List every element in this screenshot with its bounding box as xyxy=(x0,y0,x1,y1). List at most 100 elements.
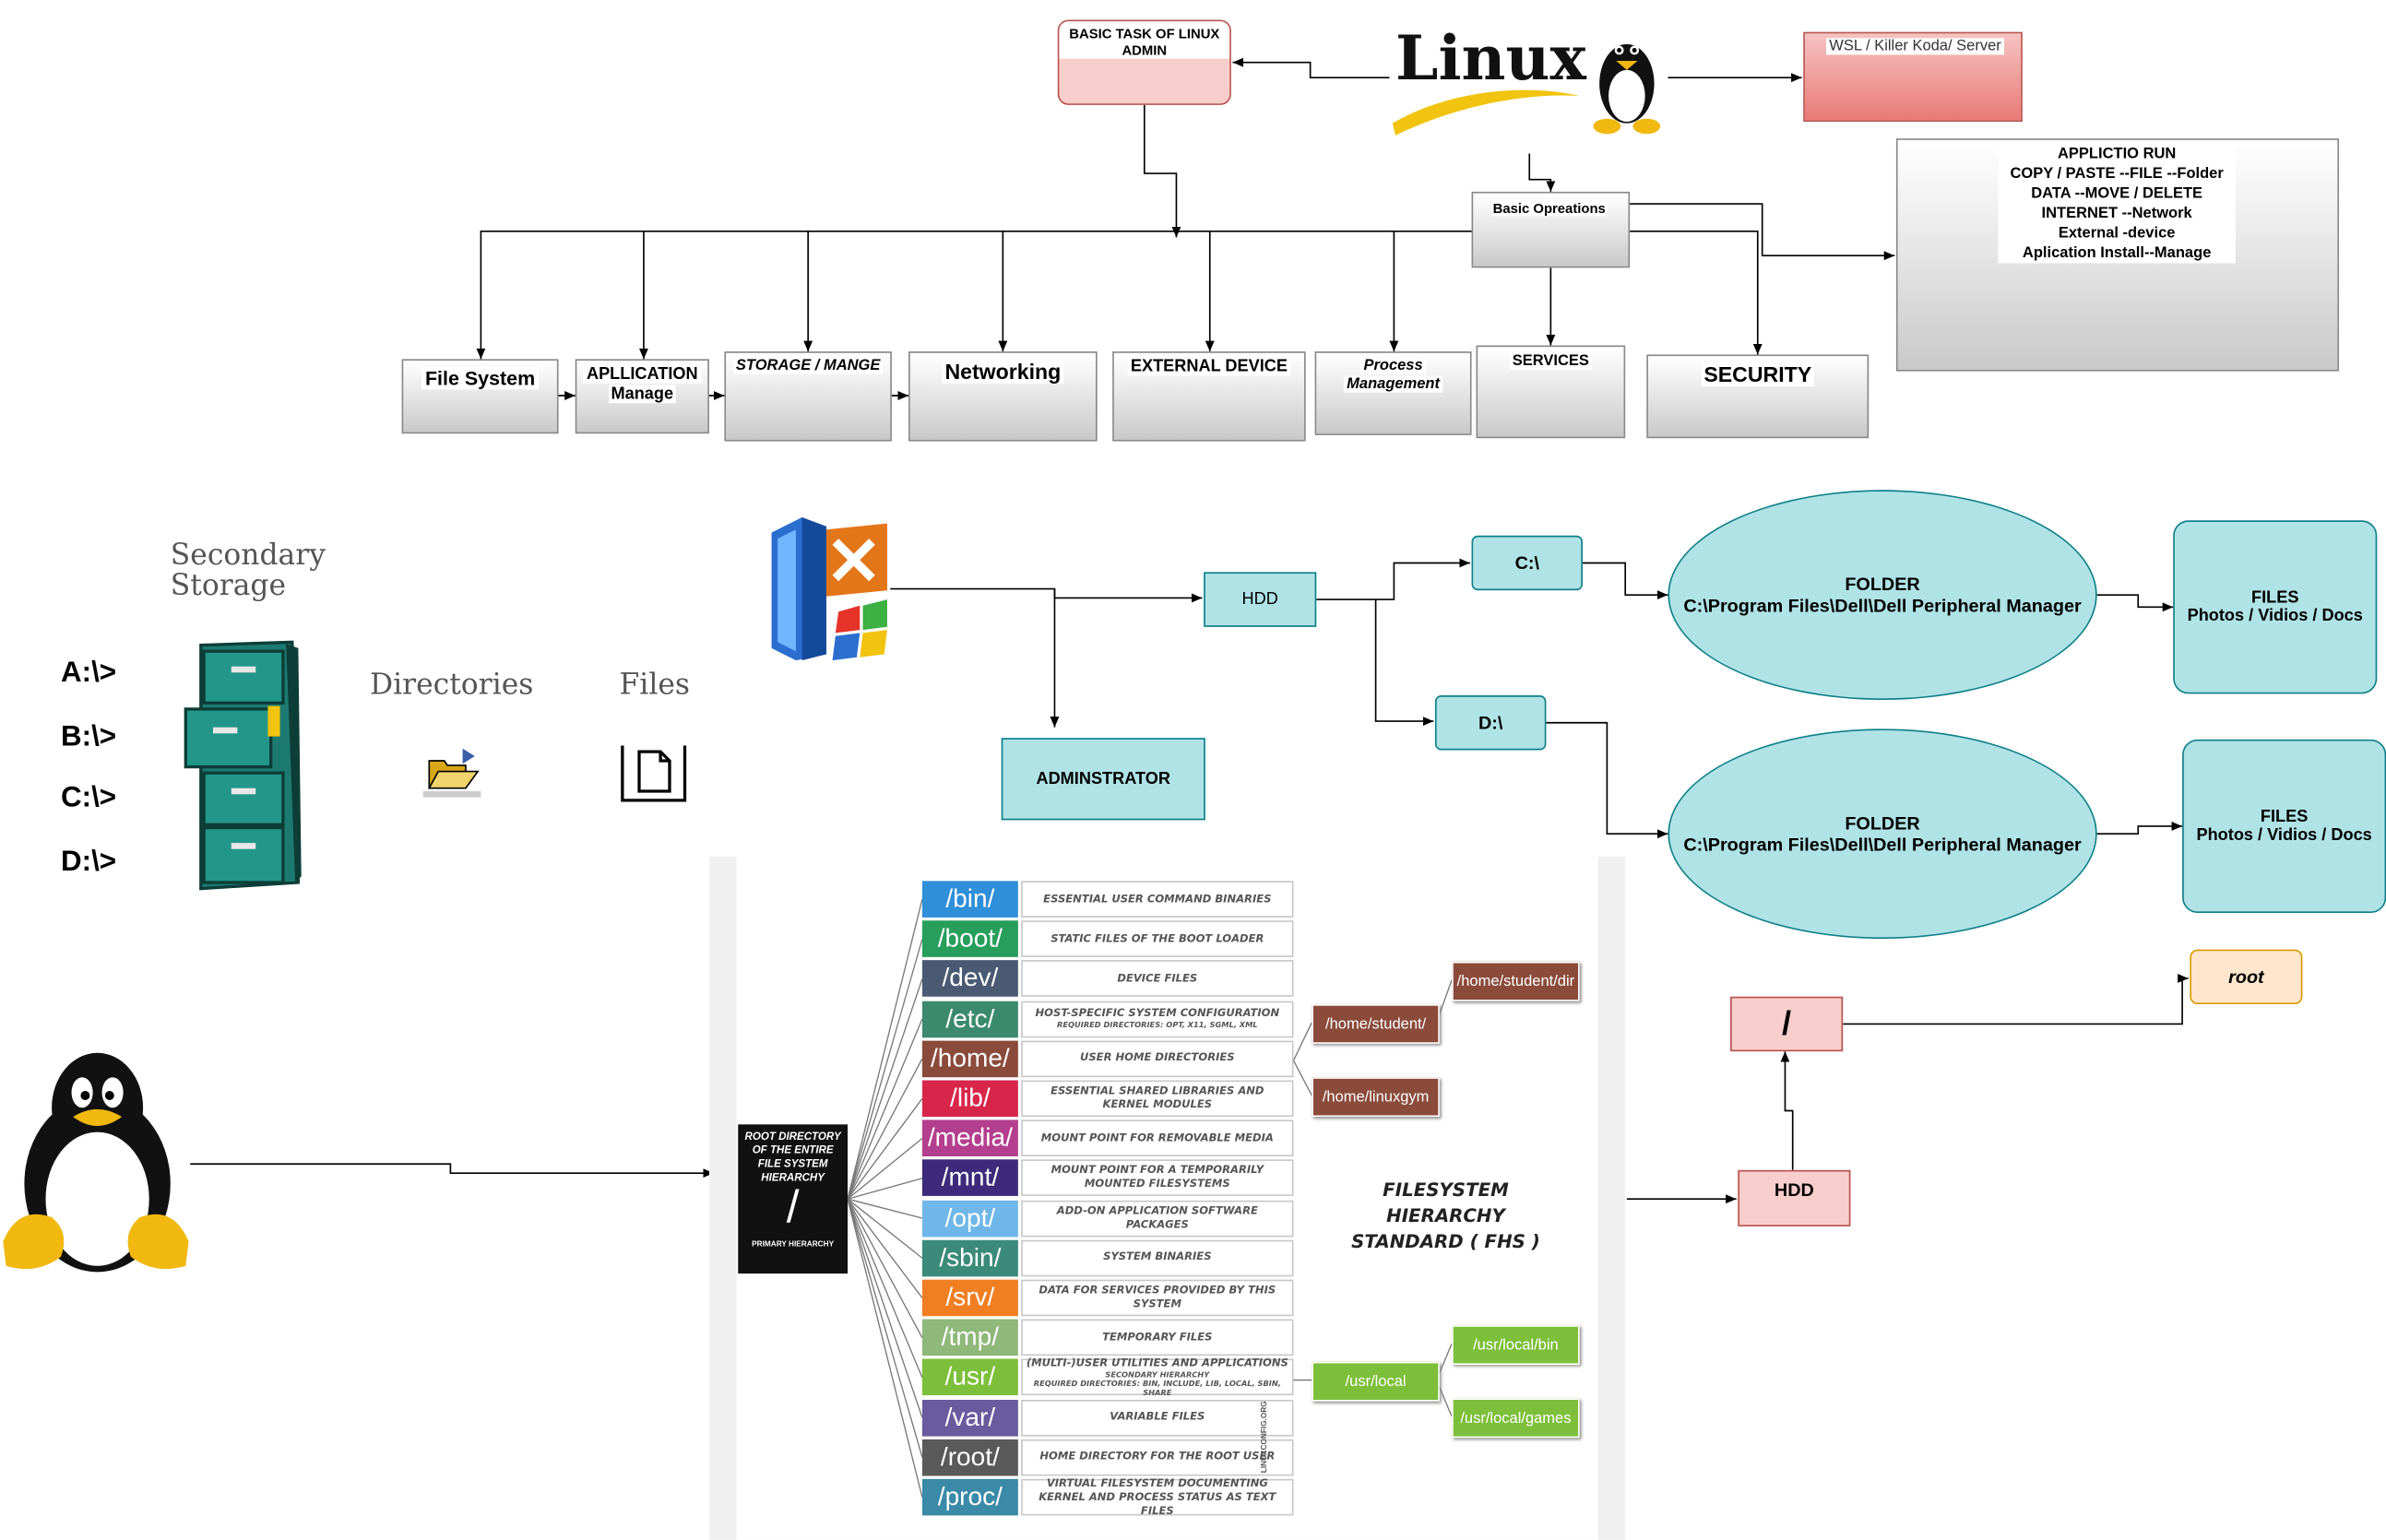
fhs-row: /tmp/TEMPORARY FILES xyxy=(921,1319,1294,1356)
fhs-branch-line xyxy=(847,1198,923,1219)
root-slash: / xyxy=(786,1182,800,1233)
fhs-dir-name: /var/ xyxy=(921,1399,1018,1436)
fhs-dir-desc-main: HOST-SPECIFIC SYSTEM CONFIGURATION xyxy=(1035,1007,1280,1020)
slash-box: / xyxy=(1730,996,1844,1052)
fhs-dir-desc-main: HOME DIRECTORY FOR THE ROOT USER xyxy=(1039,1450,1276,1463)
fhs-dir-desc-main: VARIABLE FILES xyxy=(1110,1410,1205,1423)
usr-local-node: /usr/local xyxy=(1312,1361,1440,1402)
root-user-box: root xyxy=(2190,949,2303,1004)
fhs-dir-desc-main: USER HOME DIRECTORIES xyxy=(1079,1051,1235,1064)
windows-server-icon xyxy=(771,517,887,661)
fhs-dir-desc-main: VIRTUAL FILESYSTEM DOCUMENTING KERNEL AN… xyxy=(1039,1476,1276,1517)
operations-line: COPY / PASTE --FILE --Folder xyxy=(2010,165,2224,183)
category-label-line2: Manage xyxy=(608,385,677,403)
d-drive-box: D:\ xyxy=(1434,695,1547,751)
open-folder-icon xyxy=(422,748,481,798)
fhs-dir-desc: TEMPORARY FILES xyxy=(1021,1319,1294,1356)
category-label-line1: Networking xyxy=(942,359,1064,384)
fhs-dir-desc-main: MOUNT POINT FOR REMOVABLE MEDIA xyxy=(1040,1131,1274,1144)
root-caption-line: ROOT DIRECTORY xyxy=(744,1131,841,1143)
fhs-row: /sbin/SYSTEM BINARIES xyxy=(921,1239,1294,1277)
fhs-row: /dev/DEVICE FILES xyxy=(921,960,1294,998)
fhs-dir-desc-main: DEVICE FILES xyxy=(1117,972,1198,985)
fhs-branch-line xyxy=(847,1198,923,1259)
fhs-dir-desc: DEVICE FILES xyxy=(1021,960,1294,998)
category-box: SERVICES xyxy=(1476,345,1626,439)
basic-task-box: BASIC TASK OF LINUX ADMIN xyxy=(1057,19,1231,105)
fhs-branch-line xyxy=(847,1178,923,1200)
filing-cabinet-icon xyxy=(184,640,302,891)
secondary-storage-label: Secondary Storage xyxy=(171,540,326,601)
category-box: STORAGE / MANGE xyxy=(724,351,892,442)
administrator-box: ADMINSTRATOR xyxy=(1001,738,1205,821)
fhs-row: /media/MOUNT POINT FOR REMOVABLE MEDIA xyxy=(921,1119,1294,1157)
fhs-dir-name: /dev/ xyxy=(921,960,1018,998)
file-icon xyxy=(621,745,687,802)
fhs-branch-line xyxy=(847,978,923,1200)
category-label-line1: APLLICATION xyxy=(583,365,701,384)
fhs-dir-desc-main: ESSENTIAL SHARED LIBRARIES AND KERNEL MO… xyxy=(1051,1084,1264,1111)
category-label: STORAGE / MANGE xyxy=(726,357,890,376)
root-caption-line: HIERARCHY xyxy=(761,1173,825,1184)
fhs-dir-name: /home/ xyxy=(921,1040,1018,1077)
fhs-dir-desc: USER HOME DIRECTORIES xyxy=(1021,1040,1294,1077)
category-box: EXTERNAL DEVICE xyxy=(1112,351,1306,442)
fhs-dir-desc-main: (MULTI-)USER UTILITIES AND APPLICATIONS xyxy=(1026,1356,1288,1369)
category-label: EXTERNAL DEVICE xyxy=(1114,357,1304,377)
directories-label: Directories xyxy=(369,668,534,702)
fhs-row: /boot/STATIC FILES OF THE BOOT LOADER xyxy=(921,920,1294,958)
category-label-line1: SECURITY xyxy=(1701,361,1815,386)
folder-path: C:\Program Files\Dell\Dell Peripheral Ma… xyxy=(1683,834,2082,856)
fhs-row: /usr/(MULTI-)USER UTILITIES AND APPLICAT… xyxy=(921,1356,1294,1398)
drive-letter: A:\> xyxy=(61,657,117,690)
fhs-branch-line xyxy=(847,898,923,1200)
category-label: SERVICES xyxy=(1478,352,1623,372)
operations-line: Aplication Install--Manage xyxy=(2022,244,2212,262)
fhs-row: /root/HOME DIRECTORY FOR THE ROOT USER xyxy=(921,1439,1294,1476)
fhs-dir-name: /sbin/ xyxy=(921,1239,1018,1277)
fhs-dir-desc: DATA FOR SERVICES PROVIDED BY THIS SYSTE… xyxy=(1021,1279,1294,1317)
category-box: SECURITY xyxy=(1646,354,1870,439)
drive-letter: B:\> xyxy=(61,721,117,753)
root-caption-line: OF THE ENTIRE xyxy=(752,1145,834,1156)
home-student-node: /home/student/ xyxy=(1312,1004,1440,1044)
fhs-branch-line xyxy=(847,1198,923,1298)
category-label: Networking xyxy=(910,359,1096,384)
fhs-branch-line xyxy=(847,1058,923,1200)
files-subtitle: Photos / Vidios / Docs xyxy=(2187,607,2363,626)
folder-path: C:\Program Files\Dell\Dell Peripheral Ma… xyxy=(1683,595,2082,617)
fhs-dir-name: /etc/ xyxy=(921,1001,1018,1037)
fhs-dir-desc: SYSTEM BINARIES xyxy=(1021,1239,1294,1277)
operations-line: INTERNET --Network xyxy=(2041,205,2192,222)
fhs-dir-name: /opt/ xyxy=(921,1200,1018,1237)
fhs-branch-line xyxy=(847,1097,923,1200)
wsl-label: WSL / Killer Koda/ Server xyxy=(1826,38,2005,55)
fhs-title-line2: STANDARD ( FHS ) xyxy=(1351,1230,1540,1252)
fhs-dir-name: /usr/ xyxy=(921,1359,1018,1396)
secondary-storage-line2: Storage xyxy=(170,569,287,603)
fhs-row: /lib/ESSENTIAL SHARED LIBRARIES AND KERN… xyxy=(921,1080,1294,1118)
category-label-line2: Management xyxy=(1343,375,1443,393)
category-label: SECURITY xyxy=(1648,361,1868,386)
fhs-dir-name: /srv/ xyxy=(921,1279,1018,1317)
fhs-dir-desc-main: ADD-ON APPLICATION SOFTWARE PACKAGES xyxy=(1056,1204,1258,1231)
fhs-dir-desc: ESSENTIAL SHARED LIBRARIES AND KERNEL MO… xyxy=(1021,1080,1294,1118)
basic-task-label: BASIC TASK OF LINUX ADMIN xyxy=(1069,26,1220,58)
usr-local-games-node: /usr/local/games xyxy=(1452,1398,1580,1439)
fhs-branch-line xyxy=(847,939,923,1200)
fhs-title-line1: FILESYSTEM HIERARCHY xyxy=(1383,1179,1509,1226)
fhs-dir-desc-sub: REQUIRED DIRECTORIES: OPT, X11, SGML, XM… xyxy=(1057,1021,1258,1031)
files-box-c: FILES Photos / Vidios / Docs xyxy=(2173,520,2378,694)
folder-title: FOLDER xyxy=(1845,812,1920,835)
fhs-branch-line xyxy=(847,1198,923,1338)
secondary-storage-line1: Secondary xyxy=(170,539,326,573)
fhs-row: /bin/ESSENTIAL USER COMMAND BINARIES xyxy=(921,881,1294,918)
